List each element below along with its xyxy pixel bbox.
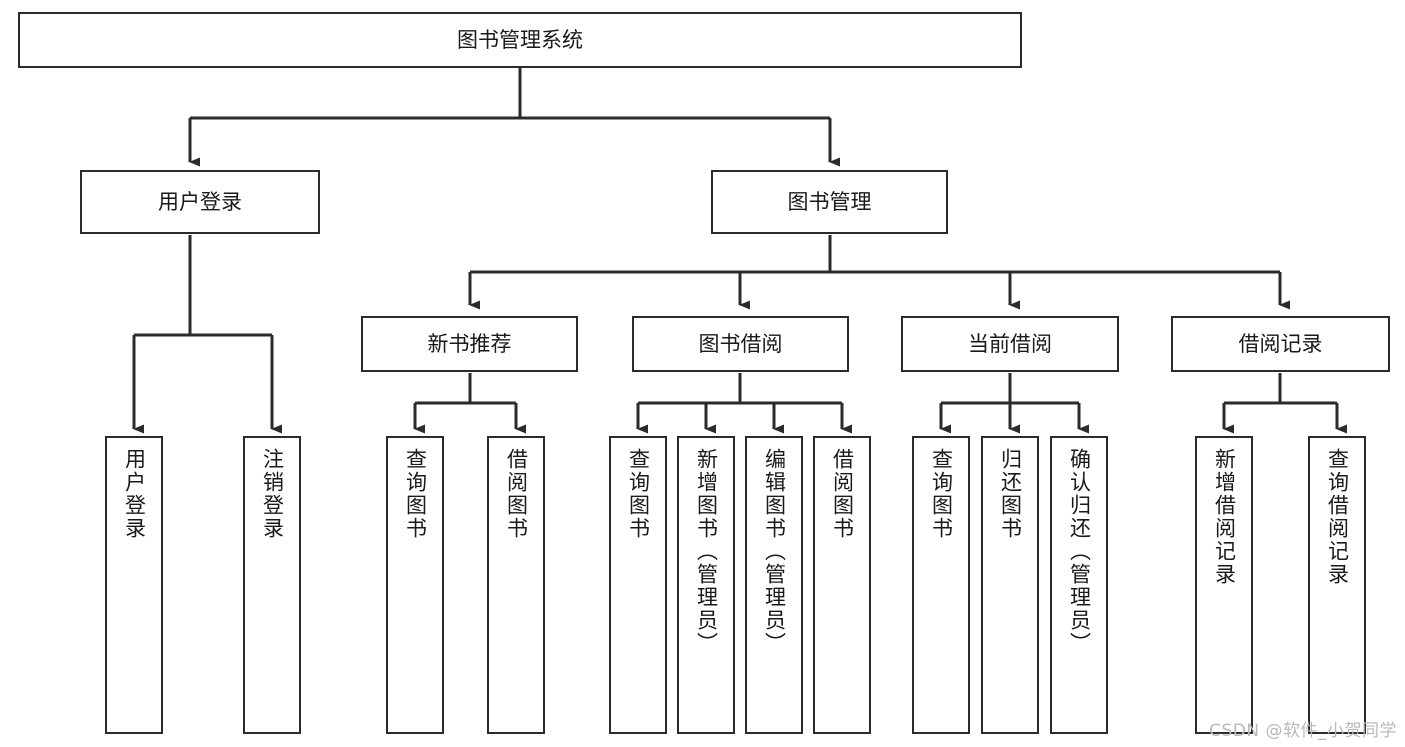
node-leaf-borrow-books[interactable]: 借阅图书 <box>813 436 871 734</box>
node-leaf-query-books-current[interactable]: 查询图书 <box>912 436 970 734</box>
node-leaf-query-books-borrow[interactable]: 查询图书 <box>609 436 667 734</box>
node-leaf-user-login[interactable]: 用户登录 <box>105 436 163 734</box>
node-label: 归还图书 <box>998 448 1023 540</box>
node-user-login[interactable]: 用户登录 <box>80 170 320 234</box>
node-label: 确认归还（管理员） <box>1067 448 1092 655</box>
node-borrowing-records[interactable]: 借阅记录 <box>1171 316 1390 372</box>
node-leaf-return-books[interactable]: 归还图书 <box>981 436 1039 734</box>
node-label: 查询图书 <box>929 448 954 540</box>
node-leaf-add-book-admin[interactable]: 新增图书（管理员） <box>677 436 735 734</box>
node-label: 借阅图书 <box>504 448 529 540</box>
node-label: 新书推荐 <box>427 331 512 356</box>
node-leaf-query-borrow-record[interactable]: 查询借阅记录 <box>1308 436 1366 734</box>
node-label: 查询借阅记录 <box>1325 448 1350 586</box>
node-label: 注销登录 <box>260 448 285 540</box>
csdn-watermark: CSDN @软件_小贺同学 <box>1209 721 1397 741</box>
node-book-management[interactable]: 图书管理 <box>711 170 948 234</box>
node-leaf-borrow-books-new[interactable]: 借阅图书 <box>487 436 545 734</box>
node-leaf-logout[interactable]: 注销登录 <box>243 436 301 734</box>
node-label: 新增图书（管理员） <box>694 448 719 655</box>
node-new-book-recommendation[interactable]: 新书推荐 <box>361 316 578 372</box>
node-leaf-add-borrow-record[interactable]: 新增借阅记录 <box>1195 436 1253 734</box>
node-root-book-management-system[interactable]: 图书管理系统 <box>18 12 1022 68</box>
node-label: 查询图书 <box>403 448 428 540</box>
node-label: 用户登录 <box>158 189 242 214</box>
node-label: 图书借阅 <box>698 331 783 356</box>
node-label: 借阅记录 <box>1238 331 1323 356</box>
node-leaf-query-books-new[interactable]: 查询图书 <box>386 436 444 734</box>
node-label: 当前借阅 <box>968 331 1052 356</box>
node-leaf-edit-book-admin[interactable]: 编辑图书（管理员） <box>745 436 803 734</box>
node-label: 图书管理 <box>787 189 872 214</box>
node-book-borrowing[interactable]: 图书借阅 <box>632 316 849 372</box>
node-label: 查询图书 <box>626 448 651 540</box>
node-current-borrowing[interactable]: 当前借阅 <box>901 316 1119 372</box>
node-leaf-confirm-return-admin[interactable]: 确认归还（管理员） <box>1050 436 1108 734</box>
node-label: 图书管理系统 <box>457 27 583 52</box>
node-label: 借阅图书 <box>830 448 855 540</box>
node-label: 新增借阅记录 <box>1212 448 1237 586</box>
node-label: 用户登录 <box>122 448 147 540</box>
node-label: 编辑图书（管理员） <box>762 448 787 655</box>
